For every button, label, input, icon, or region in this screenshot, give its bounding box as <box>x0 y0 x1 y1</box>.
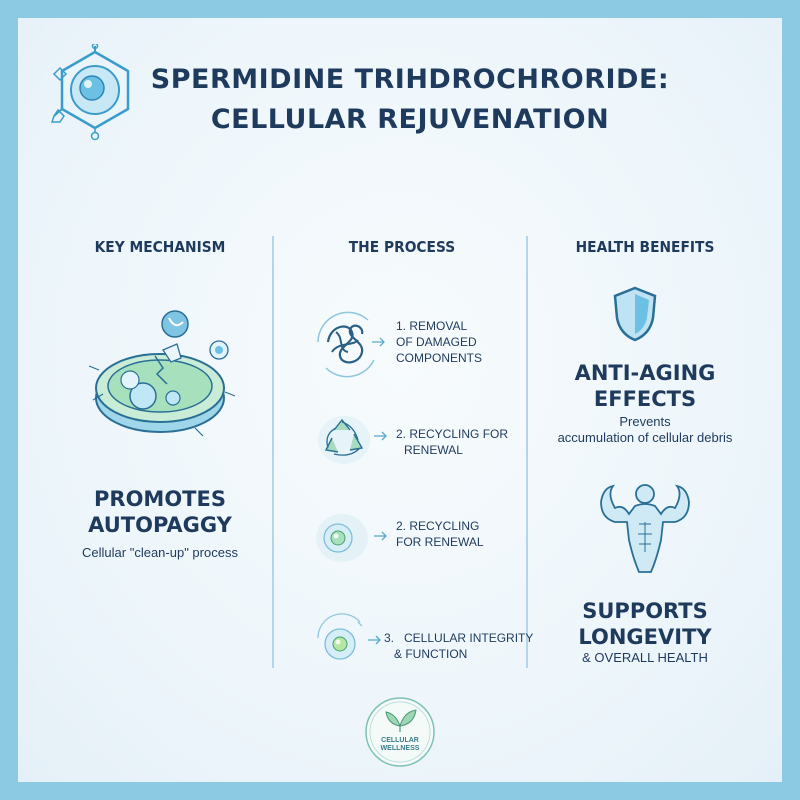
step-3-line-1: 2. RECYCLING <box>396 519 480 533</box>
logo-line-2: WELLNESS <box>380 745 420 752</box>
column-divider-right <box>526 236 528 668</box>
step-2-line-1: 2. RECYCLING FOR <box>396 427 509 441</box>
step-recycling-text: 2. RECYCLING FOR RENEWAL <box>396 426 516 458</box>
strong-body-icon <box>600 484 690 573</box>
anti-aging-title: ANTI-AGING EFFECTS <box>545 360 745 412</box>
clean-up-caption: Cellular "clean-up" process <box>82 545 238 560</box>
healthy-cell-icon <box>316 514 387 562</box>
step-1-line-1: 1. REMOVAL <box>396 319 468 333</box>
overall-health-caption: & OVERALL HEALTH <box>582 650 708 665</box>
cell-integrity-icon <box>317 613 381 660</box>
column-divider-left <box>272 236 274 668</box>
step-removal-text: 1. REMOVAL OF DAMAGED COMPONENTS <box>396 318 516 366</box>
promotes-autophagy-title: PROMOTES AUTOPAGGY <box>60 486 260 538</box>
supports-line: SUPPORTS <box>582 599 708 623</box>
longevity-line: LONGEVITY <box>578 625 712 649</box>
leaf-icon <box>365 697 435 767</box>
cell-autophagy-icon <box>88 310 236 437</box>
health-benefits-heading: HEALTH BENEFITS <box>575 238 715 256</box>
recycle-icon <box>318 416 387 464</box>
title-line-2: CELLULAR REJUVENATION <box>210 104 610 135</box>
effects-line: EFFECTS <box>593 387 697 411</box>
supports-longevity-title: SUPPORTS LONGEVITY <box>545 598 745 650</box>
step-3-line-2: FOR RENEWAL <box>396 535 484 549</box>
step-4-line-2: & FUNCTION <box>394 647 468 661</box>
molecule-cell-icon <box>50 44 130 141</box>
anti-aging-caption-line-2: accumulation of cellular debris <box>557 430 733 445</box>
cellular-wellness-logo-text: CELLULAR WELLNESS <box>360 737 440 753</box>
step-renewal-text: 2. RECYCLING FOR RENEWAL <box>396 518 516 550</box>
anti-aging-caption: Prevents accumulation of cellular debris <box>540 414 750 446</box>
autophagy-line: AUTOPAGGY <box>88 513 232 537</box>
anti-aging-caption-line-1: Prevents <box>619 414 671 429</box>
anti-aging-line: ANTI-AGING <box>574 361 716 385</box>
shield-icon <box>613 286 657 342</box>
step-1-line-3: COMPONENTS <box>396 351 483 365</box>
step-4-line-1: 3. CELLULAR INTEGRITY <box>384 631 534 645</box>
process-heading: THE PROCESS <box>348 238 456 256</box>
step-1-line-2: OF DAMAGED <box>396 335 477 349</box>
step-integrity-text: 3. CELLULAR INTEGRITY & FUNCTION <box>384 630 534 662</box>
logo-line-1: CELLULAR <box>381 737 419 744</box>
key-mechanism-heading: KEY MECHANISM <box>94 238 226 256</box>
page-title: SPERMIDINE TRIHDROCHRORIDE: CELLULAR REJ… <box>150 60 670 140</box>
promotes-line: PROMOTES <box>94 487 226 511</box>
tangled-proteins-icon <box>317 311 385 378</box>
step-2-line-2: RENEWAL <box>404 443 463 457</box>
title-line-1: SPERMIDINE TRIHDROCHRORIDE: <box>150 64 670 95</box>
